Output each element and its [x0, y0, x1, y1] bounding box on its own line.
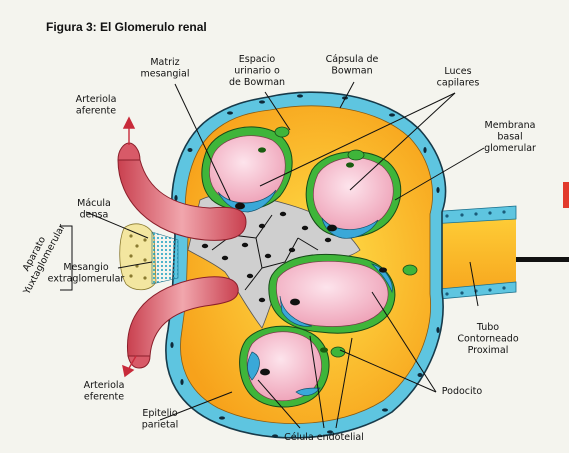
- label-line: urinario o: [234, 66, 280, 77]
- label-celula-endotelial: Célula endotelial: [284, 432, 364, 443]
- label-line: capilares: [437, 78, 480, 89]
- label-line: Luces: [444, 66, 471, 77]
- label-line: de Bowman: [229, 77, 285, 88]
- label-podocito: Podocito: [442, 386, 483, 397]
- macula-densa: [120, 224, 178, 290]
- label-line: Mácula: [77, 198, 111, 209]
- edge-red-marker: [563, 182, 569, 208]
- label-line: parietal: [142, 420, 178, 431]
- label-line: glomerular: [484, 143, 536, 154]
- label-line: extraglomerular: [48, 274, 125, 285]
- label-line: Matriz: [150, 57, 179, 68]
- label-line: Epitelio: [142, 408, 178, 419]
- label-line: Bowman: [331, 66, 372, 77]
- label-line: aferente: [76, 106, 116, 117]
- label-line: Tubo: [476, 322, 499, 333]
- label-line: eferente: [84, 392, 124, 403]
- label-line: Arteriola: [84, 380, 125, 391]
- label-line: Espacio: [239, 54, 276, 65]
- capillary-loop-4: [240, 326, 329, 407]
- label-line: basal: [497, 132, 522, 143]
- label-line: Membrana: [485, 120, 536, 131]
- label-line: Contorneado: [457, 334, 518, 345]
- edge-black-line: [513, 257, 569, 262]
- label-line: Podocito: [442, 386, 483, 397]
- label-line: Proximal: [468, 345, 509, 356]
- figure-title: Figura 3: El Glomerulo renal: [46, 20, 207, 34]
- label-line: Mesangio: [63, 262, 109, 273]
- capillary-loop-3: [269, 254, 395, 333]
- label-line: Cápsula de: [326, 54, 379, 65]
- label-aparato-yuxtaglomerular: AparatoYuxtaglomerular: [11, 217, 68, 297]
- label-line: mesangial: [140, 69, 189, 80]
- label-line: Célula endotelial: [284, 432, 364, 443]
- label-line: Arteriola: [76, 94, 117, 105]
